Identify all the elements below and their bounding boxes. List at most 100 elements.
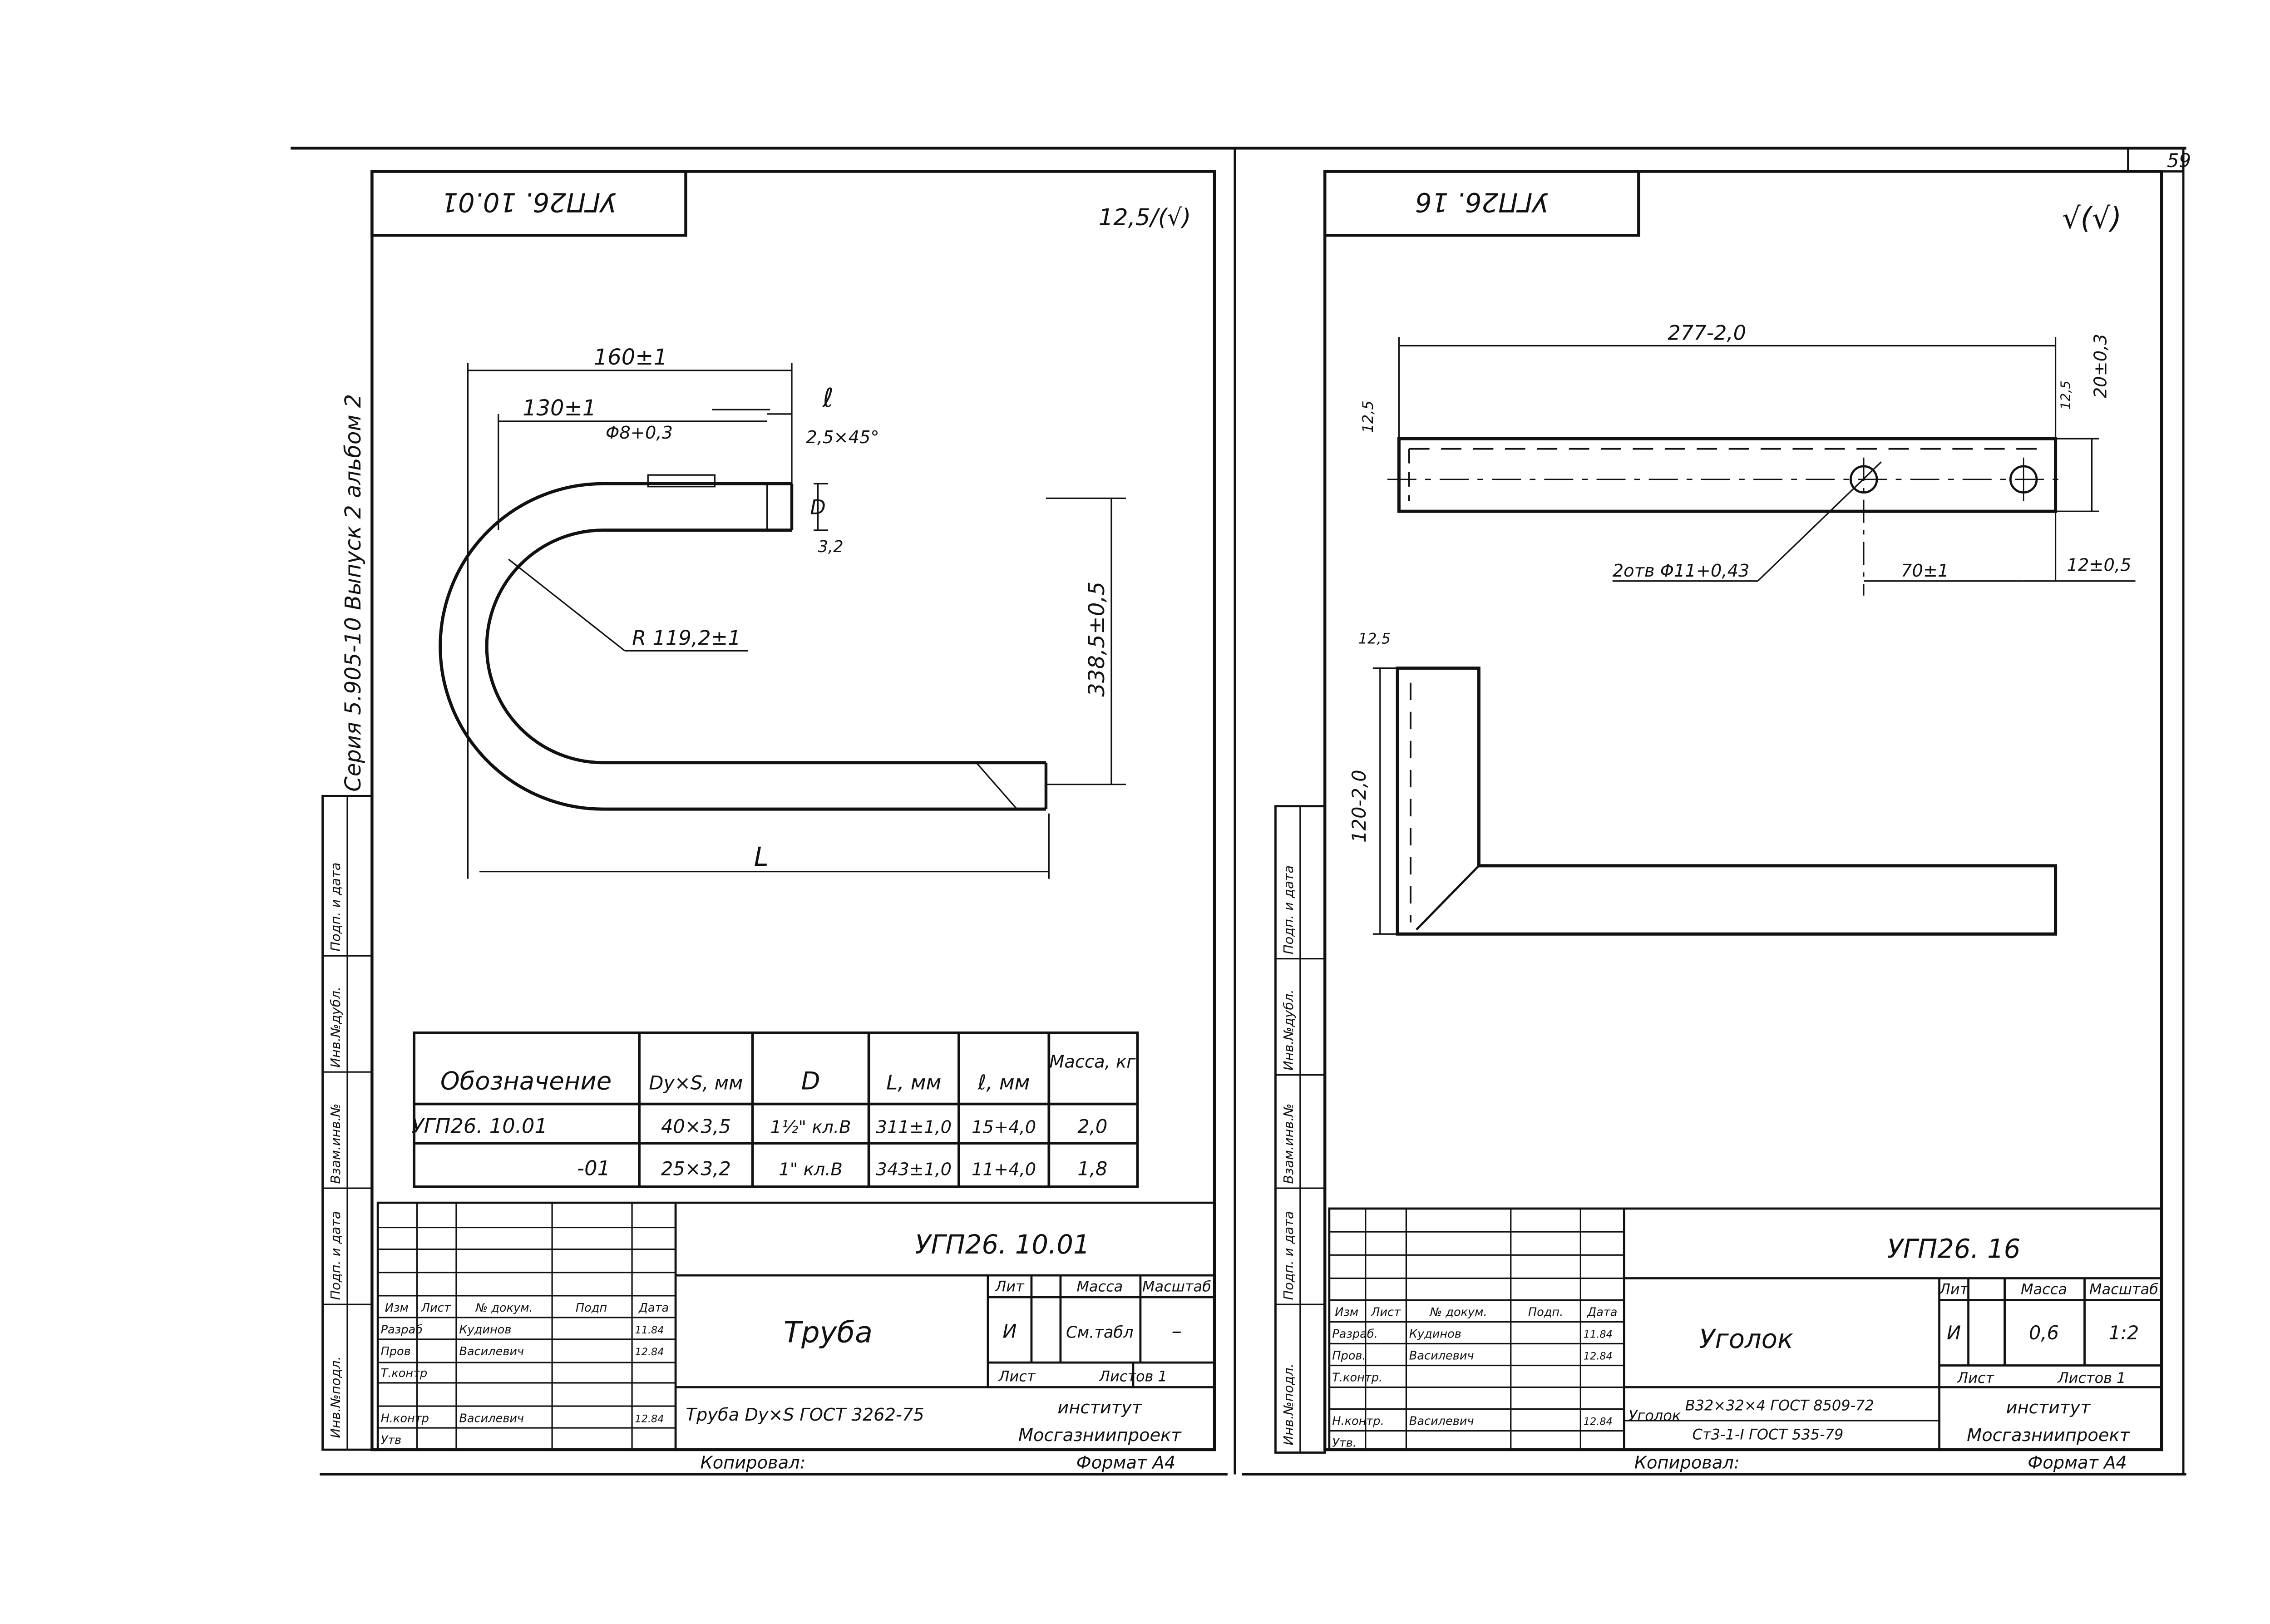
dim-l: ℓ [822,383,834,413]
left-tb-org1: институт [1057,1397,1142,1418]
left-date-2: 12.84 [635,1346,664,1358]
th-L: L, мм [886,1071,941,1095]
right-roughness: √(√) [2062,202,2122,235]
right-tb-col-date: Дата [1587,1306,1617,1319]
left-role-1: Разраб [381,1323,423,1337]
right-tb-org1: институт [2006,1397,2091,1418]
right-title-block [1328,1207,2163,1451]
right-tb-code: УГП26. 16 [1887,1234,2021,1264]
dim-height: 338,5±0,5 [1084,582,1110,697]
right-tb-col-izm: Изм [1335,1306,1358,1319]
td-r2-c3: 1" кл.В [779,1159,843,1180]
dim-chamfer: 2,5×45° [806,427,879,448]
right-tb-sheet: Лист [1957,1369,1994,1387]
angle-side-view [1396,666,2058,936]
right-tb-copied: Копировал: [1634,1453,1740,1473]
right-tb-mass-label: Масса [2021,1281,2067,1298]
rough-right-side: 12,5 [2058,380,2073,410]
th-dys: Dy×S, мм [649,1072,743,1094]
dim-20: 20±0,3 [2091,334,2111,398]
dim-L: L [754,842,769,872]
td-r2-c6: 1,8 [1077,1157,1107,1180]
left-tb-sheet: Лист [998,1368,1036,1385]
right-role-3: Т.контр. [1332,1371,1382,1385]
right-tb-col-list: Лист [1371,1306,1401,1319]
right-person-1: Кудинов [1409,1328,1461,1341]
dim-160: 160±1 [594,345,667,370]
dim-120: 120-2,0 [1348,770,1370,843]
right-stamp-1: Инв.№подл. [1281,1363,1296,1445]
left-tb-col-date: Дата [638,1301,669,1315]
left-person-2: Василевич [459,1345,524,1358]
left-tb-scale: – [1172,1319,1182,1343]
right-date-4: 12.84 [1584,1416,1613,1428]
left-tb-col-doc: № докум. [474,1301,533,1315]
dim-D: D [810,495,825,519]
left-tb-col-izm: Изм [385,1301,409,1315]
left-date-4: 12.84 [635,1413,664,1425]
td-r2-c4: 343±1,0 [876,1159,952,1180]
th-D: D [801,1067,820,1096]
td-r1-c6: 2,0 [1077,1116,1107,1138]
dim-radius: R 119,2±1 [632,626,741,650]
td-r2-c5: 11+4,0 [972,1159,1036,1180]
right-tb-name: Уголок [1699,1324,1793,1354]
dim-130: 130±1 [523,395,596,421]
left-mirrored-code-box [370,170,687,237]
left-tb-material: Труба Dy×S ГОСТ 3262-75 [686,1405,924,1425]
right-role-1: Разраб. [1332,1328,1378,1341]
right-side-dimension-lines [1372,667,1398,935]
right-tb-col-sign: Подп. [1528,1306,1563,1319]
left-tb-copied: Копировал: [700,1453,805,1473]
left-role-4: Н.контр [381,1412,429,1425]
dim-277: 277-2,0 [1668,321,1746,345]
right-tb-scale: 1:2 [2108,1322,2139,1344]
right-tb-material-b: В32×32×4 ГОСТ 8509-72 [1685,1397,1874,1414]
left-role-3: Т.контр [381,1367,428,1380]
td-r2-c2: 25×3,2 [661,1157,731,1180]
td-r1-c1: УГП26. 10.01 [411,1114,548,1138]
right-person-2: Василевич [1409,1349,1474,1363]
left-tb-scale-label: Масштаб [1142,1278,1211,1295]
left-tb-format: Формат А4 [1076,1453,1176,1473]
left-role-5: Утв [381,1433,402,1447]
right-date-2: 12.84 [1584,1351,1613,1362]
left-tb-code: УГП26. 10.01 [915,1229,1090,1260]
left-dimension-lines [467,363,1126,879]
right-tb-material-c: Ст3-1-I ГОСТ 535-79 [1693,1426,1844,1443]
left-tb-lit-label: Лит [995,1278,1025,1295]
left-tb-col-list: Лист [421,1301,451,1315]
left-tb-mass: См.табл [1066,1323,1134,1342]
left-tb-lit: И [1002,1320,1017,1343]
right-tb-format: Формат А4 [2028,1453,2127,1473]
td-r1-c3: 1½" кл.В [770,1117,851,1138]
left-stamp-2: Подп. и дата [328,1211,343,1300]
rough-32: 3,2 [818,538,844,556]
right-frame [1323,170,2163,1451]
td-r1-c2: 40×3,5 [661,1116,731,1138]
left-roughness: 12,5/(√) [1099,204,1191,231]
left-spec-table [413,1031,1139,1188]
td-r1-c4: 311±1,0 [876,1117,952,1138]
right-tb-lit-label: Лит [1939,1281,1969,1298]
td-r2-c1: -01 [577,1156,610,1180]
u-pipe-outline [439,474,1048,811]
dim-holes: 2отв Φ11+0,43 [1613,561,1750,581]
right-mirrored-code-box [1323,170,1640,237]
right-date-1: 11.84 [1584,1329,1613,1341]
right-top-dimension-lines [1398,337,2136,582]
dim-hole: Φ8+0,3 [606,423,673,443]
left-person-4: Василевич [459,1412,524,1425]
right-tb-org2: Мосгазниипроект [1967,1425,2130,1446]
right-tb-scale-label: Масштаб [2089,1281,2158,1298]
right-role-2: Пров. [1332,1349,1366,1363]
rough-top: 12,5 [1359,400,1377,433]
th-mass: Масса, кг [1049,1052,1136,1072]
left-title-block [376,1201,1216,1451]
right-tb-col-doc: № докум. [1429,1306,1487,1319]
left-tb-mass-label: Масса [1076,1278,1123,1295]
series-note: Серия 5.905-10 Выпуск 2 альбом 2 [340,394,366,792]
left-tb-name: Труба [784,1316,873,1349]
left-person-1: Кудинов [459,1323,511,1337]
right-role-5: Утв. [1332,1436,1357,1450]
